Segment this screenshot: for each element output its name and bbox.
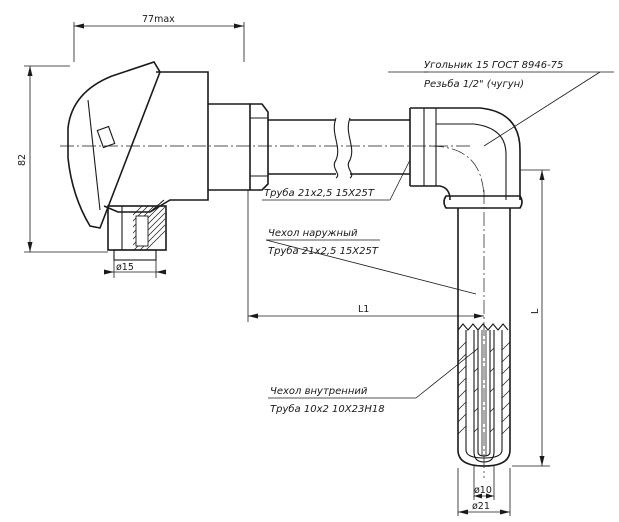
callout-inner-sheath-title: Чехол внутренний	[270, 386, 368, 397]
dimension-insertion-l: L	[512, 169, 550, 467]
dim-head-height-label: 82	[17, 154, 28, 166]
callout-horizontal-pipe: Труба 21х2,5 15Х25Т	[262, 159, 411, 201]
cable-gland	[107, 205, 167, 261]
callout-inner-sheath: Чехол внутренний Труба 10х2 10Х23Н18	[268, 349, 477, 415]
dimension-head-height: 82	[17, 65, 108, 253]
horizontal-pipe	[208, 103, 410, 191]
callout-elbow-line2: Резьба 1/2" (чугун)	[424, 78, 524, 90]
dim-insertion-l1-label: L1	[358, 304, 369, 315]
dimension-overall-width: 77max	[73, 14, 245, 62]
callout-elbow-line1: Угольник 15 ГОСТ 8946-75	[424, 60, 563, 71]
dimension-insertion-l1: L1	[247, 190, 484, 322]
callout-outer-sheath-title: Чехол наружный	[268, 228, 358, 239]
callout-elbow: Угольник 15 ГОСТ 8946-75 Резьба 1/2" (чу…	[388, 60, 614, 147]
dimension-diameters: ø10 ø21	[457, 466, 511, 516]
center-lines	[60, 145, 485, 478]
dim-inner-diameter-label: ø10	[474, 485, 492, 496]
dim-gland-diameter-label: ø15	[116, 262, 134, 273]
callout-inner-sheath-pipe: Труба 10х2 10Х23Н18	[270, 403, 385, 415]
dim-insertion-l-label: L	[530, 308, 541, 314]
elbow-fitting	[409, 107, 523, 209]
connection-head	[67, 61, 209, 229]
dimension-gland-diameter: ø15	[104, 258, 166, 278]
callout-pipe-horizontal: Труба 21х2,5 15Х25Т	[264, 187, 375, 199]
dim-outer-diameter-label: ø21	[472, 501, 490, 512]
callout-outer-sheath-pipe: Труба 21х2,5 15Х25Т	[268, 245, 379, 257]
callout-outer-sheath: Чехол наружный Труба 21х2,5 15Х25Т	[265, 228, 477, 295]
dim-overall-width-label: 77max	[142, 14, 175, 25]
